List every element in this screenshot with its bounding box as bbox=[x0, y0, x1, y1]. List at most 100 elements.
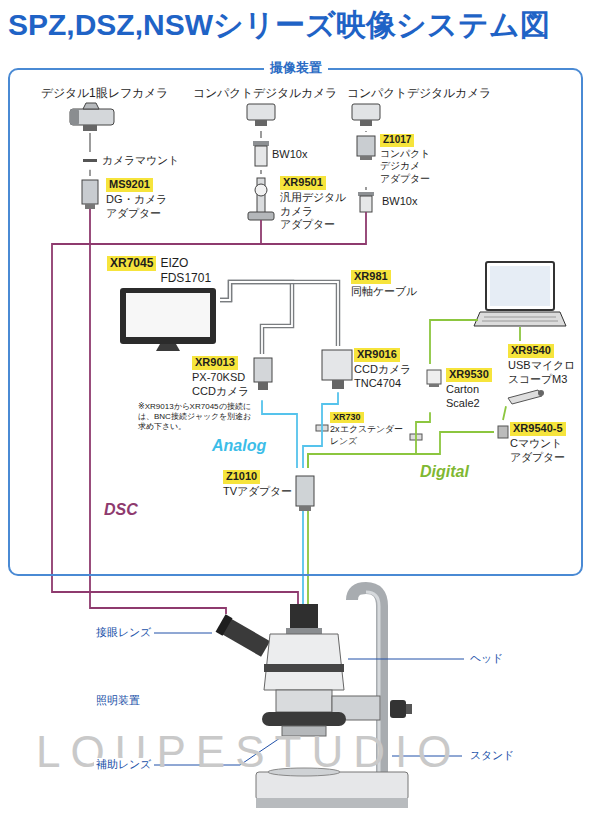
digital-line bbox=[308, 412, 430, 468]
part-name: デジタル1眼レフカメラ bbox=[41, 86, 168, 101]
part-name: スタンド bbox=[468, 749, 516, 763]
auxiliary-lens bbox=[282, 726, 326, 736]
part-name: Carton Scale2 bbox=[446, 383, 480, 411]
dslr-grip bbox=[70, 109, 79, 125]
stand-pillar-highlight bbox=[366, 592, 379, 772]
adapter-part: Z1017コンパクト デジカメ アダプター bbox=[354, 132, 433, 187]
part-number: XR9540 bbox=[508, 344, 554, 358]
ring-light bbox=[262, 712, 346, 726]
analog-wire bbox=[302, 511, 304, 604]
extender-lens: XR7302xエクステンダー レンズ bbox=[327, 410, 409, 449]
connector-line bbox=[89, 170, 90, 176]
signal-name: Digital bbox=[420, 462, 469, 482]
connector-core bbox=[220, 282, 338, 346]
adapter-symbol bbox=[82, 180, 98, 204]
dsc-wire bbox=[52, 212, 366, 604]
leader-line bbox=[348, 659, 464, 660]
digital-device: XR9530Carton Scale2 bbox=[424, 366, 495, 412]
ccd-camera-symbol bbox=[322, 350, 352, 380]
digital-wire bbox=[430, 320, 478, 364]
mount-link bbox=[366, 187, 367, 190]
part-name: CCDカメラ TNC4704 bbox=[354, 363, 414, 391]
port-ring bbox=[286, 628, 322, 634]
ccd-camera-lens bbox=[258, 382, 268, 390]
laptop-keys bbox=[482, 317, 558, 321]
ccd-camera-unit: XR9013PX-70KSD CCDカメラ bbox=[189, 354, 282, 400]
part-number: Z1010 bbox=[223, 470, 260, 484]
part-number: XR9530 bbox=[446, 368, 492, 382]
digital-wire bbox=[519, 327, 521, 341]
dslr-lens bbox=[83, 125, 97, 131]
part-name: 汎用デジタル カメラ アダプター bbox=[280, 191, 346, 232]
part-name: 2xエクステンダー レンズ bbox=[330, 424, 406, 447]
adapter-part: MS9201DG・カメラ アダプター bbox=[80, 176, 173, 222]
eyepiece bbox=[216, 614, 271, 657]
part-name: コンパクト デジカメ アダプター bbox=[380, 148, 430, 186]
laptop-screen bbox=[486, 262, 554, 310]
part-name: 同軸ケーブル bbox=[351, 285, 417, 299]
mount-link bbox=[90, 170, 91, 176]
compact-camera-lens bbox=[255, 120, 267, 126]
c-mount-symbol bbox=[498, 426, 508, 438]
adapter-part: BW10x bbox=[244, 138, 310, 170]
scale-device-symbol bbox=[427, 370, 441, 384]
stand-base bbox=[256, 772, 408, 800]
part-name: Cマウント アダプター bbox=[510, 437, 570, 465]
connector-line bbox=[365, 131, 366, 132]
part-number: XR7045 bbox=[107, 256, 156, 271]
focus-knob bbox=[406, 704, 412, 714]
analog-line bbox=[262, 400, 297, 468]
part-number: Z1017 bbox=[380, 134, 414, 147]
connector-line bbox=[260, 131, 261, 138]
microscope-head bbox=[264, 634, 344, 690]
cable-part: XR981同軸ケーブル bbox=[348, 268, 420, 301]
note: ※XR9013からXR7045の接続には、BNC接続ジャックを別途お求め下さい。 bbox=[138, 402, 254, 432]
stand-pillar bbox=[352, 588, 382, 772]
mount-link bbox=[261, 170, 262, 174]
stand-base-edge bbox=[256, 798, 408, 808]
leader-line bbox=[154, 738, 280, 765]
part-name: BW10x bbox=[382, 195, 417, 209]
mount-part: カメラマウント bbox=[80, 152, 182, 170]
mount-link bbox=[90, 133, 91, 152]
focus-knob bbox=[390, 700, 406, 718]
part-name: TVアダプター bbox=[223, 485, 292, 499]
eyepiece-adapter-symbol bbox=[253, 141, 269, 146]
part-name: ヘッド bbox=[468, 652, 505, 666]
page-title: SPZ,DSZ,NSWシリーズ映像システム図 bbox=[8, 6, 550, 44]
usb-microscope-symbol bbox=[508, 390, 542, 404]
eyepiece-adapter-symbol bbox=[358, 192, 374, 196]
mount-link bbox=[366, 131, 367, 132]
adapter-symbol bbox=[255, 184, 267, 196]
laptop-keyboard bbox=[474, 312, 566, 326]
digital-wire bbox=[307, 511, 309, 604]
monitor-frame bbox=[120, 288, 216, 344]
ccd-camera-unit: XR9016CCDカメラ TNC4704 bbox=[318, 346, 417, 392]
adapter-part: BW10x bbox=[356, 190, 420, 214]
laptop-display bbox=[490, 266, 550, 306]
connector-line bbox=[89, 133, 90, 152]
part-name: 補助レンズ bbox=[94, 758, 153, 772]
connector-line bbox=[220, 282, 338, 346]
digital-line bbox=[503, 406, 506, 420]
dsc-wire bbox=[90, 209, 226, 614]
eyepiece-cap bbox=[216, 614, 233, 635]
dsc-wire bbox=[260, 220, 262, 244]
ccd-camera-symbol bbox=[254, 358, 272, 382]
mount-link bbox=[261, 131, 262, 138]
dslr-prism bbox=[83, 103, 99, 109]
camera-unit: コンパクトデジタルカメラ bbox=[190, 84, 340, 131]
part-name: コンパクトデジタルカメラ bbox=[193, 86, 337, 101]
part-number: XR9013 bbox=[192, 356, 238, 370]
adapter-symbol bbox=[248, 212, 274, 220]
adapter-part: XR9501汎用デジタル カメラ アダプター bbox=[244, 174, 349, 234]
camera-unit: コンパクトデジタルカメラ bbox=[344, 84, 494, 131]
monitor-screen bbox=[126, 293, 210, 337]
connector-line bbox=[262, 400, 297, 468]
adapter-symbol bbox=[85, 204, 95, 209]
connector-line bbox=[308, 412, 430, 468]
ccd-camera-lens bbox=[332, 380, 344, 389]
monitor-unit: XR7045EIZO FDS1701 bbox=[104, 254, 220, 352]
head-band bbox=[264, 664, 344, 672]
part-number: XR9016 bbox=[354, 348, 400, 362]
